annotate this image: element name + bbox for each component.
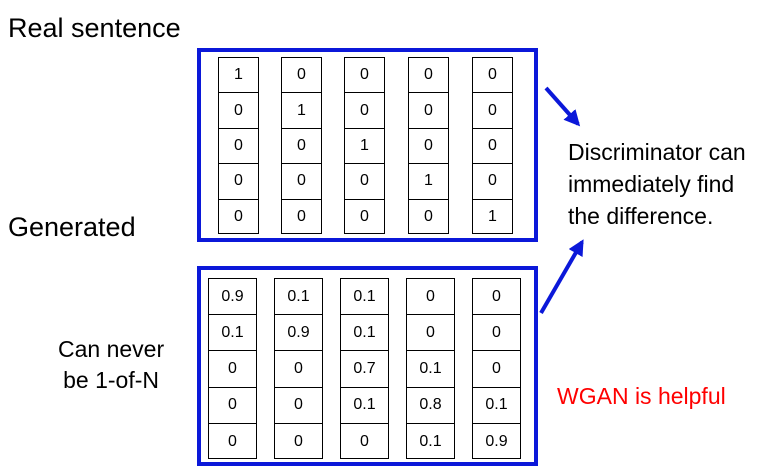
arrow-generated-to-discriminator	[539, 239, 584, 315]
generated-matrix-cell: 0	[228, 432, 237, 450]
real-matrix-cell: 0	[409, 129, 448, 165]
real-matrix-cell: 0	[219, 164, 258, 200]
real-matrix-cell: 0	[473, 58, 512, 94]
real-matrix-cell: 0	[409, 58, 448, 94]
generated-matrix-cell: 0.1	[473, 388, 520, 424]
discriminator-text: Discriminator can immediately find the d…	[568, 139, 746, 230]
generated-matrix-cell: 0	[209, 351, 256, 388]
arrow-real-to-discriminator	[544, 86, 581, 127]
generated-matrix-cell: 0	[473, 351, 520, 388]
real-matrix-cell: 0	[473, 93, 512, 129]
real-matrix-cell: 0	[297, 208, 306, 226]
generated-matrix-cell: 0	[407, 315, 454, 352]
real-matrix-cell: 0	[219, 93, 258, 129]
generated-matrix-cell: 0.8	[407, 388, 454, 424]
generated-matrix-cell: 0.1	[341, 315, 388, 352]
generated-matrix-cell: 0	[209, 388, 256, 424]
generated-box	[197, 266, 538, 466]
generated-matrix-cell: 0	[275, 351, 322, 388]
generated-matrix-cell: 0.1	[341, 279, 388, 316]
real-matrix-cell: 0	[360, 208, 369, 226]
generated-matrix-cell: 0.9	[275, 315, 322, 352]
real-matrix-cell: 0	[282, 164, 321, 200]
generated-label: Generated	[8, 212, 136, 242]
generated-matrix-cell: 0.1	[275, 279, 322, 316]
generated-matrix-cell: 0	[473, 315, 520, 352]
real-matrix-cell: 1	[219, 58, 258, 94]
generated-matrix-cell: 0.7	[341, 351, 388, 388]
real-matrix-cell: 1	[282, 93, 321, 129]
generated-matrix-cell: 0.1	[419, 432, 442, 450]
real-matrix-cell: 1	[409, 164, 448, 200]
real-matrix-cell: 0	[282, 129, 321, 165]
generated-matrix-cell: 0	[473, 279, 520, 316]
generated-matrix-cell: 0	[275, 388, 322, 424]
generated-matrix-cell: 0.1	[341, 388, 388, 424]
real-matrix-cell: 0	[345, 164, 384, 200]
generated-matrix-cell: 0.9	[485, 432, 508, 450]
never-one-of-n-note: Can never be 1-of-N	[58, 336, 165, 394]
generated-matrix-cell: 0	[294, 432, 303, 450]
real-matrix-cell: 0	[473, 129, 512, 165]
wgan-helpful-text: WGAN is helpful	[557, 383, 726, 409]
real-matrix-cell: 0	[345, 58, 384, 94]
generated-matrix-cell: 0.1	[407, 351, 454, 388]
real-matrix-cell: 0	[409, 93, 448, 129]
real-matrix-cell: 0	[234, 208, 243, 226]
real-matrix-cell: 0	[282, 58, 321, 94]
generated-matrix-cell: 0	[407, 279, 454, 316]
generated-matrix-cell: 0.9	[209, 279, 256, 316]
real-matrix-cell: 0	[345, 93, 384, 129]
real-matrix-cell: 0	[219, 129, 258, 165]
generated-matrix-cell: 0.1	[209, 315, 256, 352]
real-matrix-cell: 0	[473, 164, 512, 200]
real-sentence-box	[197, 48, 538, 242]
real-sentence-label: Real sentence	[8, 13, 181, 43]
real-matrix-cell: 1	[488, 208, 497, 226]
real-matrix-cell: 0	[424, 208, 433, 226]
real-matrix-cell: 1	[345, 129, 384, 165]
generated-matrix-cell: 0	[360, 432, 369, 450]
